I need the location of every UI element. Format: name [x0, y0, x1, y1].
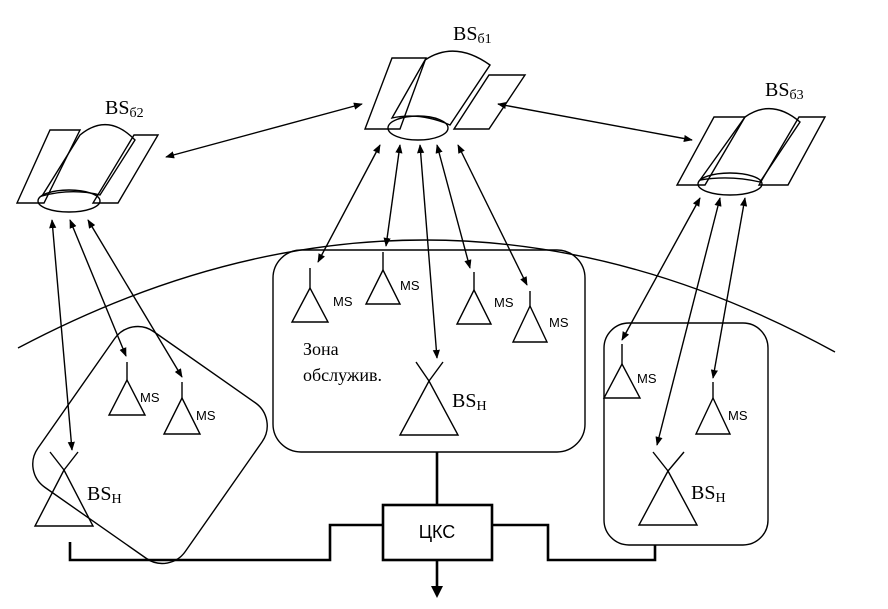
ground-station-center	[398, 361, 460, 436]
zone-label-line2: обслужив.	[303, 365, 382, 385]
ground-station-center-label: BSН	[452, 390, 487, 414]
satellite-b2	[15, 123, 160, 213]
link-b3-ms2	[710, 197, 748, 379]
output-arrow	[431, 586, 443, 598]
link-b2-bsn	[49, 219, 75, 451]
satellite-b3	[675, 107, 827, 196]
mobile-station	[694, 382, 732, 435]
mobile-station	[290, 268, 330, 323]
ground-station-right-label: BSН	[691, 482, 726, 506]
mobile-station-label: MS	[196, 408, 216, 423]
wire-right	[492, 523, 657, 562]
mobile-station-label: MS	[333, 294, 353, 309]
central-switch-label: ЦКС	[419, 522, 456, 542]
mobile-station-label: MS	[494, 295, 514, 310]
link-b1-b3	[497, 101, 693, 143]
mobile-station	[602, 344, 642, 399]
mobile-station	[162, 382, 202, 435]
wire-left	[68, 523, 383, 562]
ground-station-left	[33, 451, 95, 527]
coverage-zone-right	[603, 322, 769, 546]
satellite-b3-label: BSб3	[765, 79, 804, 103]
satellite-b2-label: BSб2	[105, 97, 144, 121]
mobile-station-label: MS	[728, 408, 748, 423]
ground-station-right	[637, 451, 699, 526]
link-b1-ms1	[317, 144, 381, 263]
mobile-station	[511, 291, 549, 343]
ground-station-left-label: BSН	[87, 483, 122, 507]
mobile-station	[107, 362, 147, 416]
link-b2-ms2	[87, 219, 183, 378]
central-switch-box	[381, 503, 494, 562]
link-b2-b1	[165, 102, 363, 159]
earth-horizon	[17, 239, 836, 353]
satellite-b1-label: BSб1	[453, 23, 492, 47]
link-b2-ms1	[69, 219, 127, 357]
link-b1-bsn	[417, 144, 440, 359]
mobile-station	[455, 272, 493, 325]
mobile-station-label: MS	[549, 315, 569, 330]
zone-label-line1: Зона	[303, 339, 339, 359]
mobile-station-label: MS	[140, 390, 160, 405]
coverage-zone-left	[32, 325, 268, 565]
link-b3-bsn	[655, 197, 722, 446]
mobile-station	[364, 252, 402, 305]
satellite-b1	[363, 50, 527, 141]
mobile-station-label: MS	[637, 371, 657, 386]
link-b1-ms2	[383, 144, 403, 247]
link-b1-ms4	[457, 144, 528, 286]
mobile-station-label: MS	[400, 278, 420, 293]
